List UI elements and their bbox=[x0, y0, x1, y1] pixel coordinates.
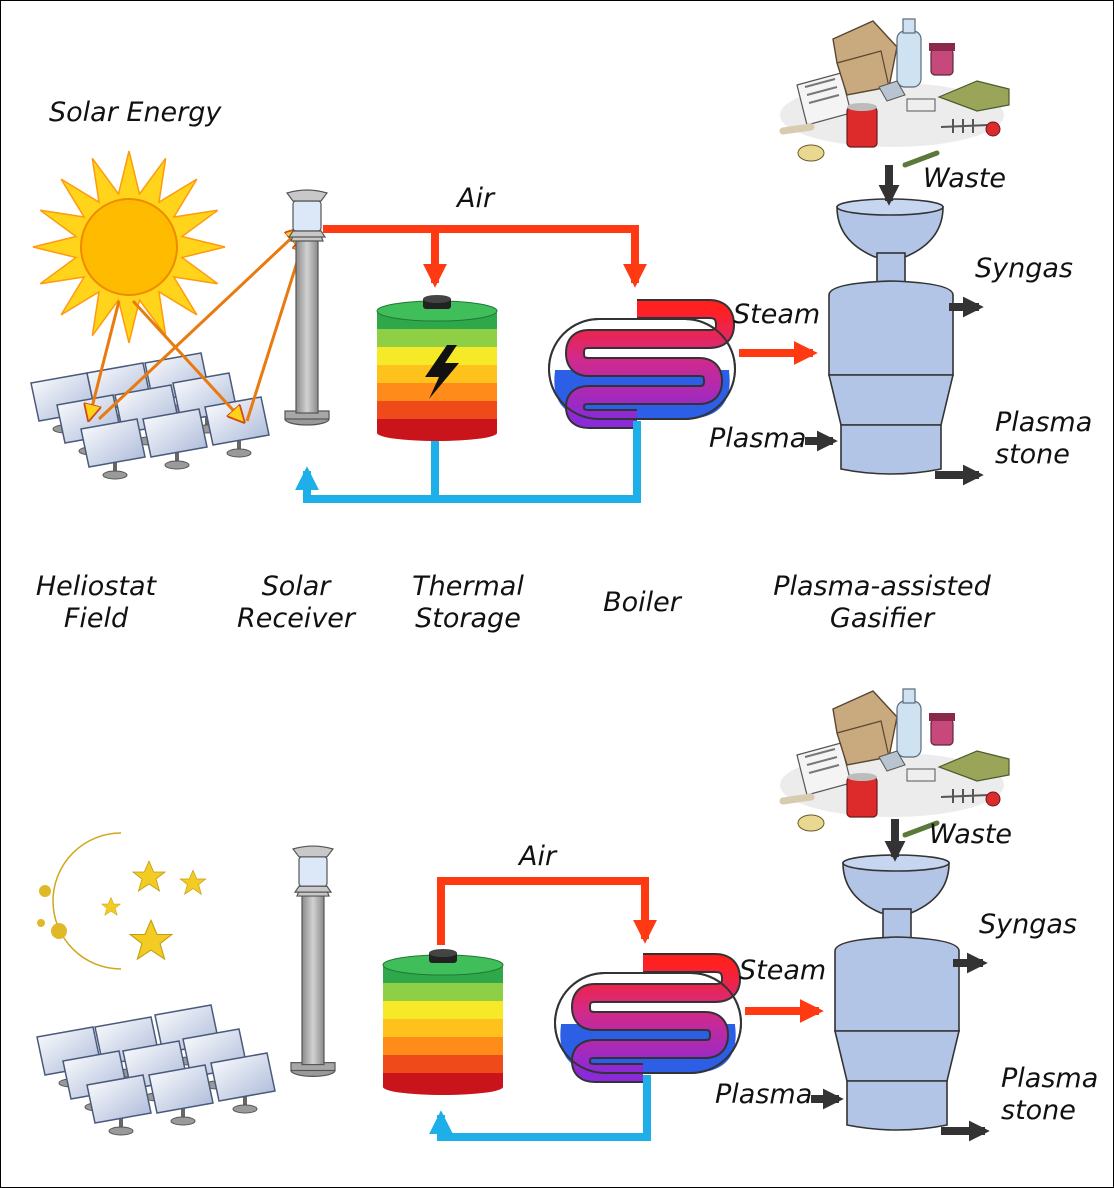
return-flow-top bbox=[295, 421, 641, 503]
plasma-stone-label-bottom: Plasma stone bbox=[1001, 1063, 1099, 1127]
stage-plasma-assisted-gasifier: Plasma-assisted Gasifier bbox=[757, 571, 1007, 636]
waste-pile-bottom bbox=[780, 689, 1009, 835]
syngas-label-bottom: Syngas bbox=[979, 909, 1077, 940]
stage-label-line2: Field bbox=[63, 603, 129, 635]
sun-icon bbox=[32, 150, 226, 344]
air-flow-bottom bbox=[437, 877, 657, 945]
stage-label-line2: Storage bbox=[415, 603, 521, 635]
plasma-label-top: Plasma bbox=[709, 423, 807, 454]
air-label-bottom: Air bbox=[519, 841, 557, 872]
product-arrows-bottom bbox=[811, 819, 990, 1142]
waste-label-bottom: Waste bbox=[929, 819, 1013, 850]
stage-label-line1: Solar bbox=[261, 571, 331, 602]
stage-label-line2: Gasifier bbox=[829, 603, 935, 635]
product-arrows-top bbox=[805, 165, 984, 486]
waste-pile-top bbox=[780, 19, 1009, 165]
sun-rays-reflection bbox=[89, 229, 305, 421]
gasifier-bottom bbox=[834, 854, 960, 1131]
stage-thermal-storage: Thermal Storage bbox=[393, 571, 543, 636]
stage-label-line1: Thermal bbox=[412, 571, 524, 602]
plasma-stone-label-top: Plasma stone bbox=[995, 407, 1093, 471]
solar-receiver-top bbox=[284, 189, 330, 426]
solar-receiver-bottom bbox=[290, 845, 336, 1077]
thermal-storage-bottom bbox=[382, 948, 504, 1096]
steam-label-top: Steam bbox=[733, 299, 821, 330]
stage-boiler: Boiler bbox=[567, 587, 717, 619]
return-flow-bottom bbox=[429, 1075, 651, 1141]
waste-label-top: Waste bbox=[923, 163, 1007, 194]
stars-icon bbox=[101, 860, 207, 960]
air-label-top: Air bbox=[457, 183, 495, 214]
stage-heliostat-field: Heliostat Field bbox=[21, 571, 171, 636]
stage-label-line1: Plasma-assisted bbox=[773, 571, 991, 602]
boiler-bottom bbox=[555, 963, 741, 1073]
syngas-label-top: Syngas bbox=[975, 253, 1073, 284]
heliostat-field-bottom bbox=[35, 1003, 277, 1137]
stage-label-line1: Boiler bbox=[603, 587, 681, 618]
air-flow-top bbox=[323, 225, 647, 288]
boiler-top bbox=[549, 309, 735, 419]
stage-label-line1: Heliostat bbox=[35, 571, 157, 602]
stage-solar-receiver: Solar Receiver bbox=[221, 571, 371, 636]
solar-energy-label: Solar Energy bbox=[49, 97, 222, 128]
steam-label-bottom: Steam bbox=[739, 955, 827, 986]
plasma-label-bottom: Plasma bbox=[715, 1079, 813, 1110]
bolt-icon bbox=[425, 345, 459, 399]
stage-label-line2: Receiver bbox=[236, 603, 356, 635]
gasifier-top bbox=[828, 198, 954, 475]
moon-icon bbox=[37, 832, 122, 970]
